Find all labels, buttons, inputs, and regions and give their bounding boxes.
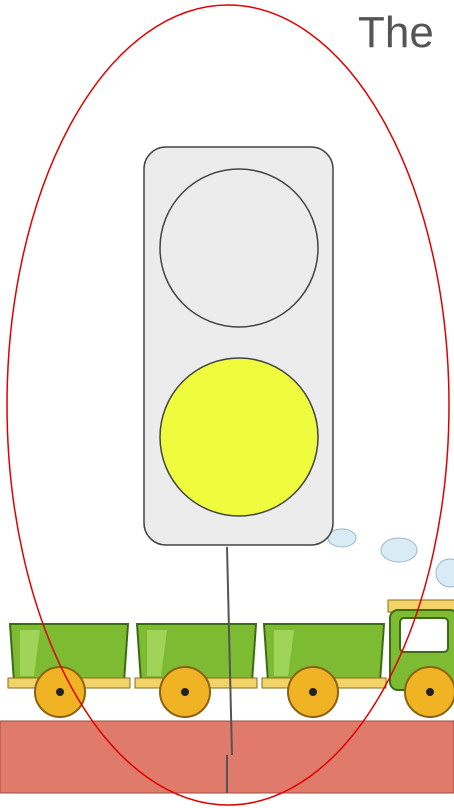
page-heading: The <box>358 8 434 58</box>
traffic-light-top-lamp[interactable] <box>160 169 318 327</box>
traffic-light-bottom-lamp[interactable] <box>160 358 318 516</box>
smoke-cloud-icon <box>328 529 454 587</box>
axle-icon <box>56 688 434 696</box>
